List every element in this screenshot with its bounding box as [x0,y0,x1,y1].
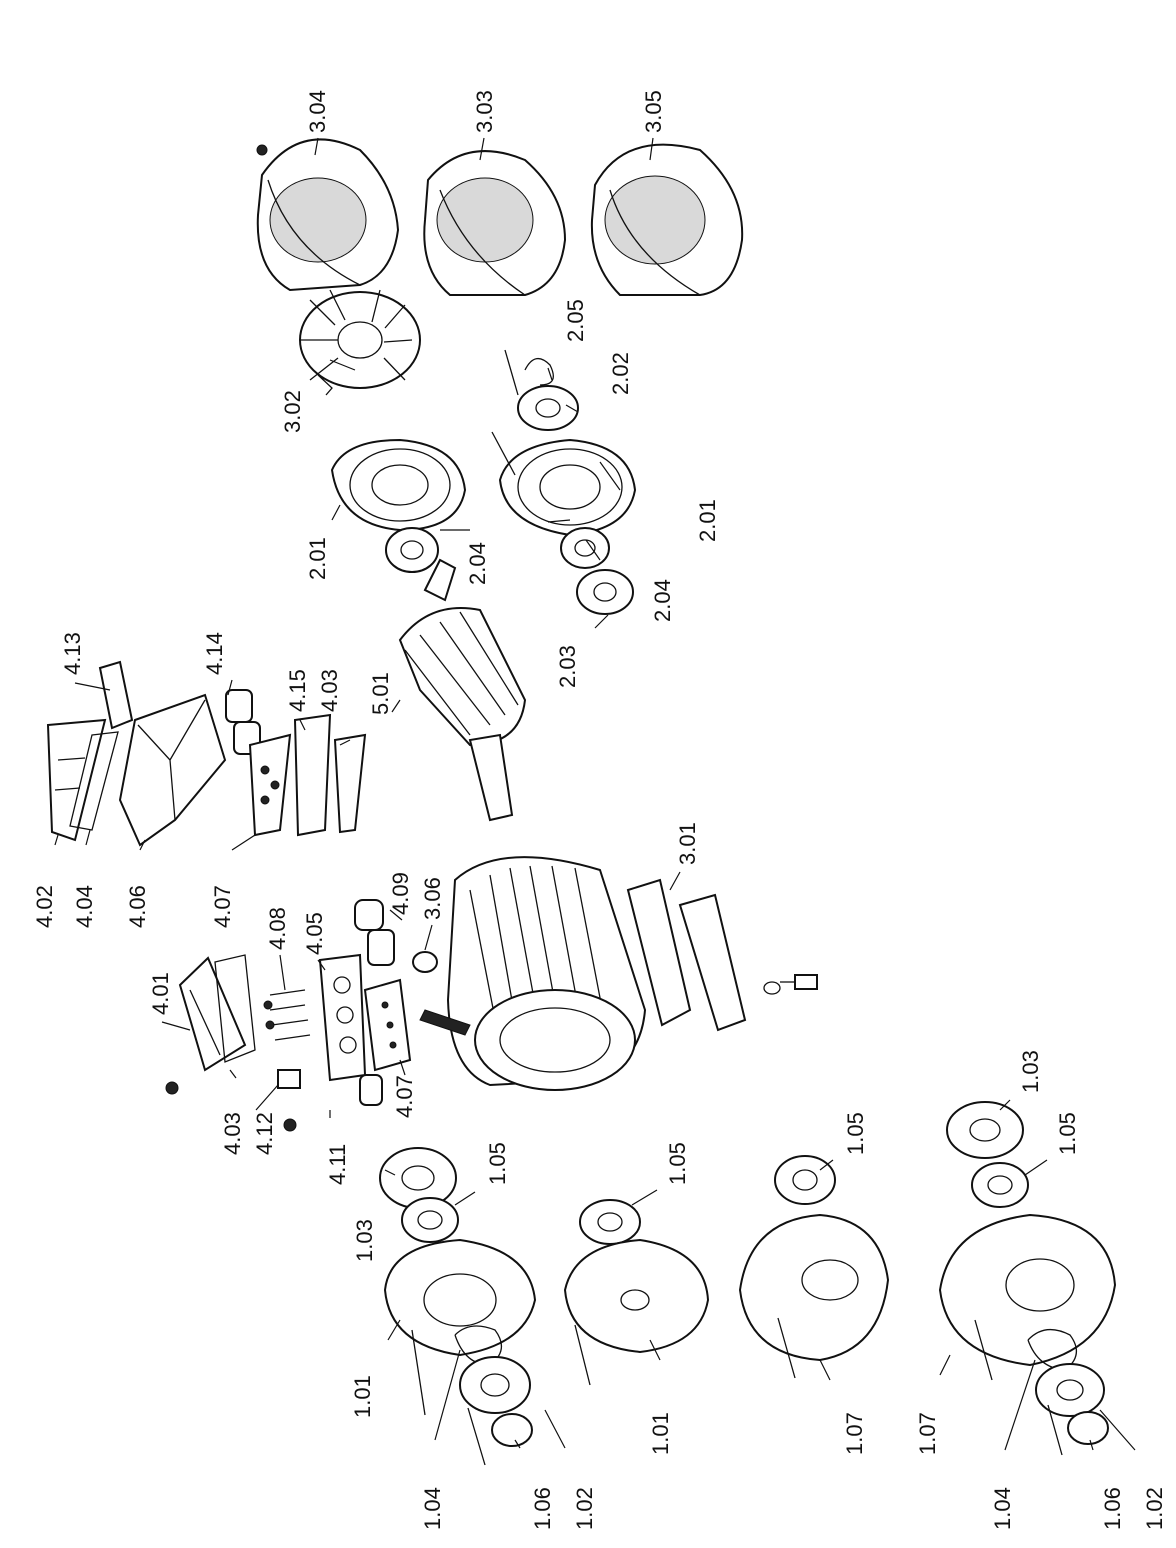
circlip-1-04-a [454,1325,502,1366]
flange-1-07-b [938,1213,1117,1367]
cap-1-02-b [1035,1363,1105,1417]
label-1-07-b: 1.07 [915,1412,940,1455]
clip-4-12 [277,1069,301,1132]
cover-4-01 [178,956,247,1072]
label-4-05: 4.05 [302,912,327,955]
label-1-05-c: 1.05 [843,1112,868,1155]
plug-4-11 [359,1074,383,1106]
label-3-02: 3.02 [280,390,305,433]
label-2-02: 2.02 [608,352,633,395]
fan-3-02 [299,289,421,396]
label-4-11: 4.11 [325,1144,350,1185]
label-4-13: 4.13 [60,632,85,675]
label-1-05-b: 1.05 [665,1142,690,1185]
part-labels: 3.04 3.03 3.05 2.05 2.02 3.02 2.01 2.04 … [32,90,1167,1530]
bearing-cap-2-02 [517,385,579,431]
cable-gland-4-09 [354,899,395,966]
label-3-04: 3.04 [305,90,330,133]
label-4-04: 4.04 [72,885,97,928]
label-1-06-a: 1.06 [530,1487,555,1530]
bearing-1-05-a [401,1197,459,1243]
label-2-01-upper: 2.01 [305,537,330,580]
flange-1-07-a [738,1213,890,1362]
screw-small [165,1081,179,1095]
end-shield-2-01-lower [491,431,637,537]
label-4-01: 4.01 [148,972,173,1015]
gasket-4-03-lower [214,954,256,1063]
clamp-4-13 [98,660,134,730]
label-1-05-d: 1.05 [1055,1112,1080,1155]
endshield-1-01-a [383,1238,537,1357]
sleeves-4-14 [225,689,261,755]
label-4-07-upper: 4.07 [210,885,235,928]
label-4-03-upper: 4.03 [317,669,342,712]
ring-3-06 [412,951,438,973]
seal-1-06-b [1067,1411,1109,1445]
rotor-5-01 [398,558,527,822]
bearing-2-04-lower [560,527,610,569]
terminal-cover-4-02 [46,718,107,842]
terminal-board-4-07-lower [363,978,412,1072]
label-2-03: 2.03 [555,645,580,688]
label-3-05: 3.05 [641,90,666,133]
seal-1-06-a [491,1413,533,1447]
bearing-cap-2-03 [576,569,634,615]
label-2-01-lower: 2.01 [695,499,720,542]
bearing-1-05-c [774,1155,836,1205]
terminal-block-4-05 [318,953,367,1082]
fan-cover-3-05 [590,143,744,296]
label-3-01: 3.01 [675,822,700,865]
label-4-07-lower: 4.07 [392,1075,417,1118]
label-1-03-left: 1.03 [352,1219,377,1262]
circlip-1-04-b [1027,1328,1077,1371]
stator-frame [419,856,647,1091]
label-1-02-b: 1.02 [1142,1487,1167,1530]
label-1-01-a: 1.01 [350,1375,375,1418]
bolt-washer [763,974,818,995]
terminal-board-4-07-upper [248,733,292,837]
label-1-04-a: 1.04 [420,1487,445,1530]
label-4-09: 4.09 [388,872,413,915]
label-1-06-b: 1.06 [1100,1487,1125,1530]
bolts [411,1317,1063,1466]
bearing-1-05-d [971,1162,1029,1208]
label-1-01-b: 1.01 [648,1412,673,1455]
label-3-06: 3.06 [420,877,445,920]
label-1-05-a: 1.05 [485,1142,510,1185]
cap-1-02-a [459,1356,531,1414]
bearing-cap-1-03-right [946,1101,1024,1159]
label-1-04-b: 1.04 [990,1487,1015,1530]
label-4-03-lower: 4.03 [220,1112,245,1155]
gasket-4-03-upper [333,733,367,834]
label-4-06: 4.06 [125,885,150,928]
label-3-03: 3.03 [472,90,497,133]
studs-4-08 [263,989,311,1041]
bearing-2-04-upper [385,527,439,573]
endshield-1-01-b [563,1238,710,1354]
feet-3-01 [626,878,747,1032]
label-4-02: 4.02 [32,885,57,928]
label-4-12: 4.12 [252,1112,277,1155]
end-shield-2-01-upper [330,438,467,532]
leader-lines [54,137,1136,1451]
label-4-15: 4.15 [285,669,310,712]
circlip-2-05 [504,349,554,396]
label-1-02-a: 1.02 [572,1487,597,1530]
label-4-14: 4.14 [202,632,227,675]
label-5-01: 5.01 [368,672,393,715]
plate-4-15 [293,713,332,837]
fan-cover-3-03 [423,150,567,296]
label-2-04-upper: 2.04 [465,542,490,585]
label-4-08: 4.08 [265,907,290,950]
label-1-07-a: 1.07 [842,1412,867,1455]
label-2-05: 2.05 [563,299,588,342]
label-2-04-lower: 2.04 [650,579,675,622]
gasket-4-04 [69,731,119,831]
bearing-1-05-b [579,1199,641,1245]
terminal-box-4-06 [118,693,227,847]
fan-cover-3-04 [256,138,400,292]
label-1-03-right: 1.03 [1018,1050,1043,1093]
